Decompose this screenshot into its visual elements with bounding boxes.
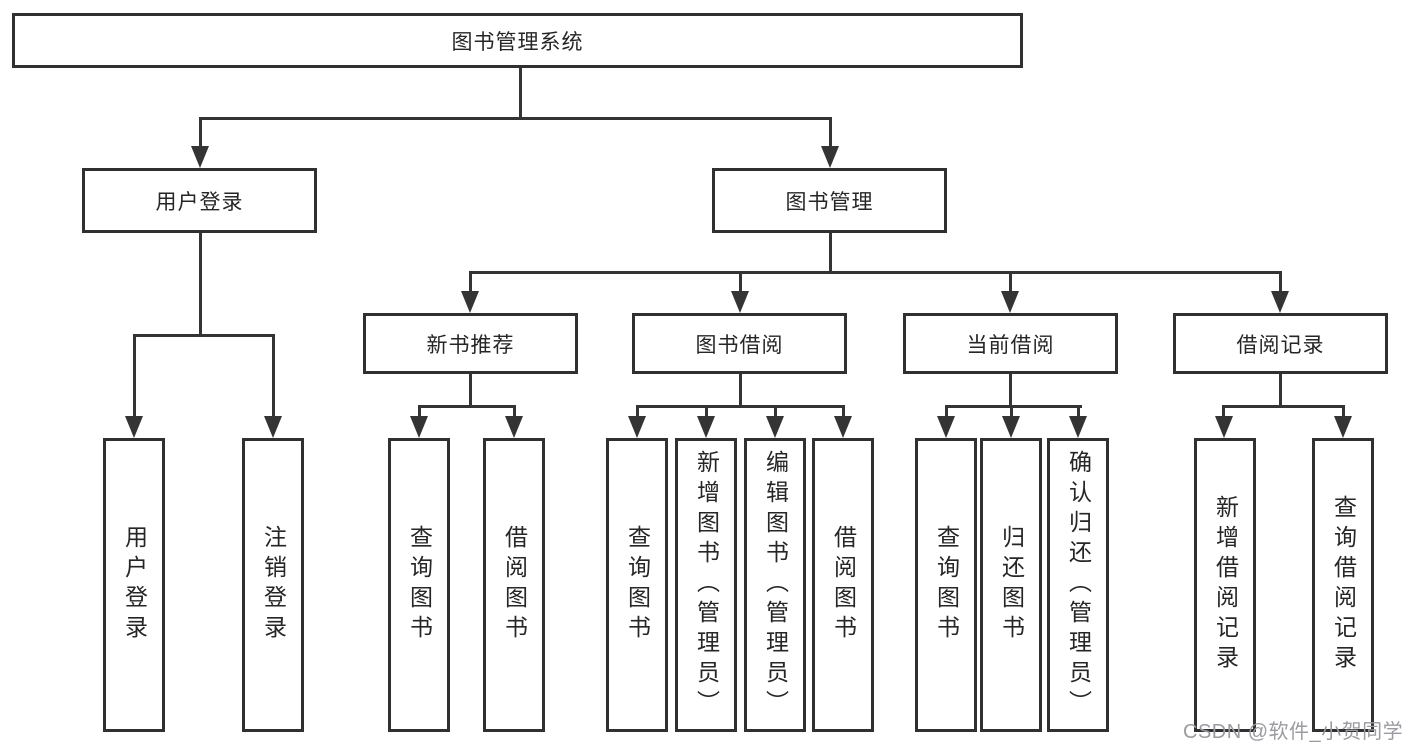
arrowhead <box>1069 416 1087 438</box>
node-book-management: 图书管理 <box>712 168 947 233</box>
connector-line <box>272 334 275 418</box>
connector-line <box>1077 405 1080 418</box>
node-new-book-recommend: 新书推荐 <box>363 313 578 374</box>
arrowhead <box>766 416 784 438</box>
connector-line <box>1010 405 1013 418</box>
arrowhead <box>937 416 955 438</box>
connector-line <box>945 405 1082 408</box>
node-current-borrow: 当前借阅 <box>903 313 1118 374</box>
leaf-add-borrow-record: 新增借阅记录 <box>1194 438 1256 732</box>
connector-line <box>519 68 522 118</box>
arrowhead <box>410 416 428 438</box>
arrowhead <box>1215 416 1233 438</box>
leaf-user-login: 用户登录 <box>103 438 165 732</box>
leaf-query-books-recommend: 查询图书 <box>388 438 450 732</box>
connector-line <box>1279 374 1282 407</box>
connector-line <box>636 405 845 408</box>
leaf-edit-book-admin: 编辑图书（管理员） <box>744 438 806 732</box>
connector-line <box>469 374 472 407</box>
leaf-logout: 注销登录 <box>242 438 304 732</box>
arrowhead <box>697 416 715 438</box>
arrowhead <box>125 416 143 438</box>
connector-line <box>1279 271 1282 293</box>
connector-line <box>1342 405 1345 418</box>
connector-line <box>829 117 832 149</box>
connector-line <box>945 405 948 418</box>
node-user-login: 用户登录 <box>82 168 317 233</box>
leaf-borrow-books: 借阅图书 <box>812 438 874 732</box>
watermark: CSDN @软件_小贺同学 <box>1183 721 1404 743</box>
arrowhead <box>1002 416 1020 438</box>
connector-line <box>842 405 845 418</box>
node-borrow-records: 借阅记录 <box>1173 313 1388 374</box>
connector-line <box>418 405 516 408</box>
connector-line <box>705 405 708 418</box>
node-book-borrow: 图书借阅 <box>632 313 847 374</box>
connector-line <box>774 405 777 418</box>
connector-line <box>636 405 639 418</box>
arrowhead <box>1271 291 1289 313</box>
connector-line <box>199 117 202 149</box>
connector-line <box>133 334 136 418</box>
leaf-add-book-admin: 新增图书（管理员） <box>675 438 737 732</box>
connector-line <box>199 233 202 336</box>
arrowhead <box>1001 291 1019 313</box>
leaf-query-books-current: 查询图书 <box>915 438 977 732</box>
connector-line <box>1222 405 1225 418</box>
connector-line <box>739 271 742 293</box>
connector-line <box>1222 405 1345 408</box>
connector-line <box>199 117 832 120</box>
arrowhead <box>264 416 282 438</box>
arrowhead <box>821 146 839 168</box>
arrowhead <box>1334 416 1352 438</box>
connector-line <box>133 334 275 337</box>
leaf-confirm-return-admin: 确认归还（管理员） <box>1047 438 1109 732</box>
leaf-return-books: 归还图书 <box>980 438 1042 732</box>
arrowhead <box>505 416 523 438</box>
arrowhead <box>731 291 749 313</box>
connector-line <box>418 405 421 418</box>
arrowhead <box>191 146 209 168</box>
connector-line <box>1009 271 1012 293</box>
node-root: 图书管理系统 <box>12 13 1023 68</box>
connector-line <box>469 271 472 293</box>
connector-line <box>1009 374 1012 407</box>
connector-line <box>513 405 516 418</box>
arrowhead <box>628 416 646 438</box>
arrowhead <box>461 291 479 313</box>
leaf-query-borrow-record: 查询借阅记录 <box>1312 438 1374 732</box>
leaf-query-books-borrow: 查询图书 <box>606 438 668 732</box>
connector-line <box>739 374 742 407</box>
connector-line <box>469 271 1282 274</box>
arrowhead <box>834 416 852 438</box>
leaf-borrow-books-recommend: 借阅图书 <box>483 438 545 732</box>
connector-line <box>829 233 832 274</box>
